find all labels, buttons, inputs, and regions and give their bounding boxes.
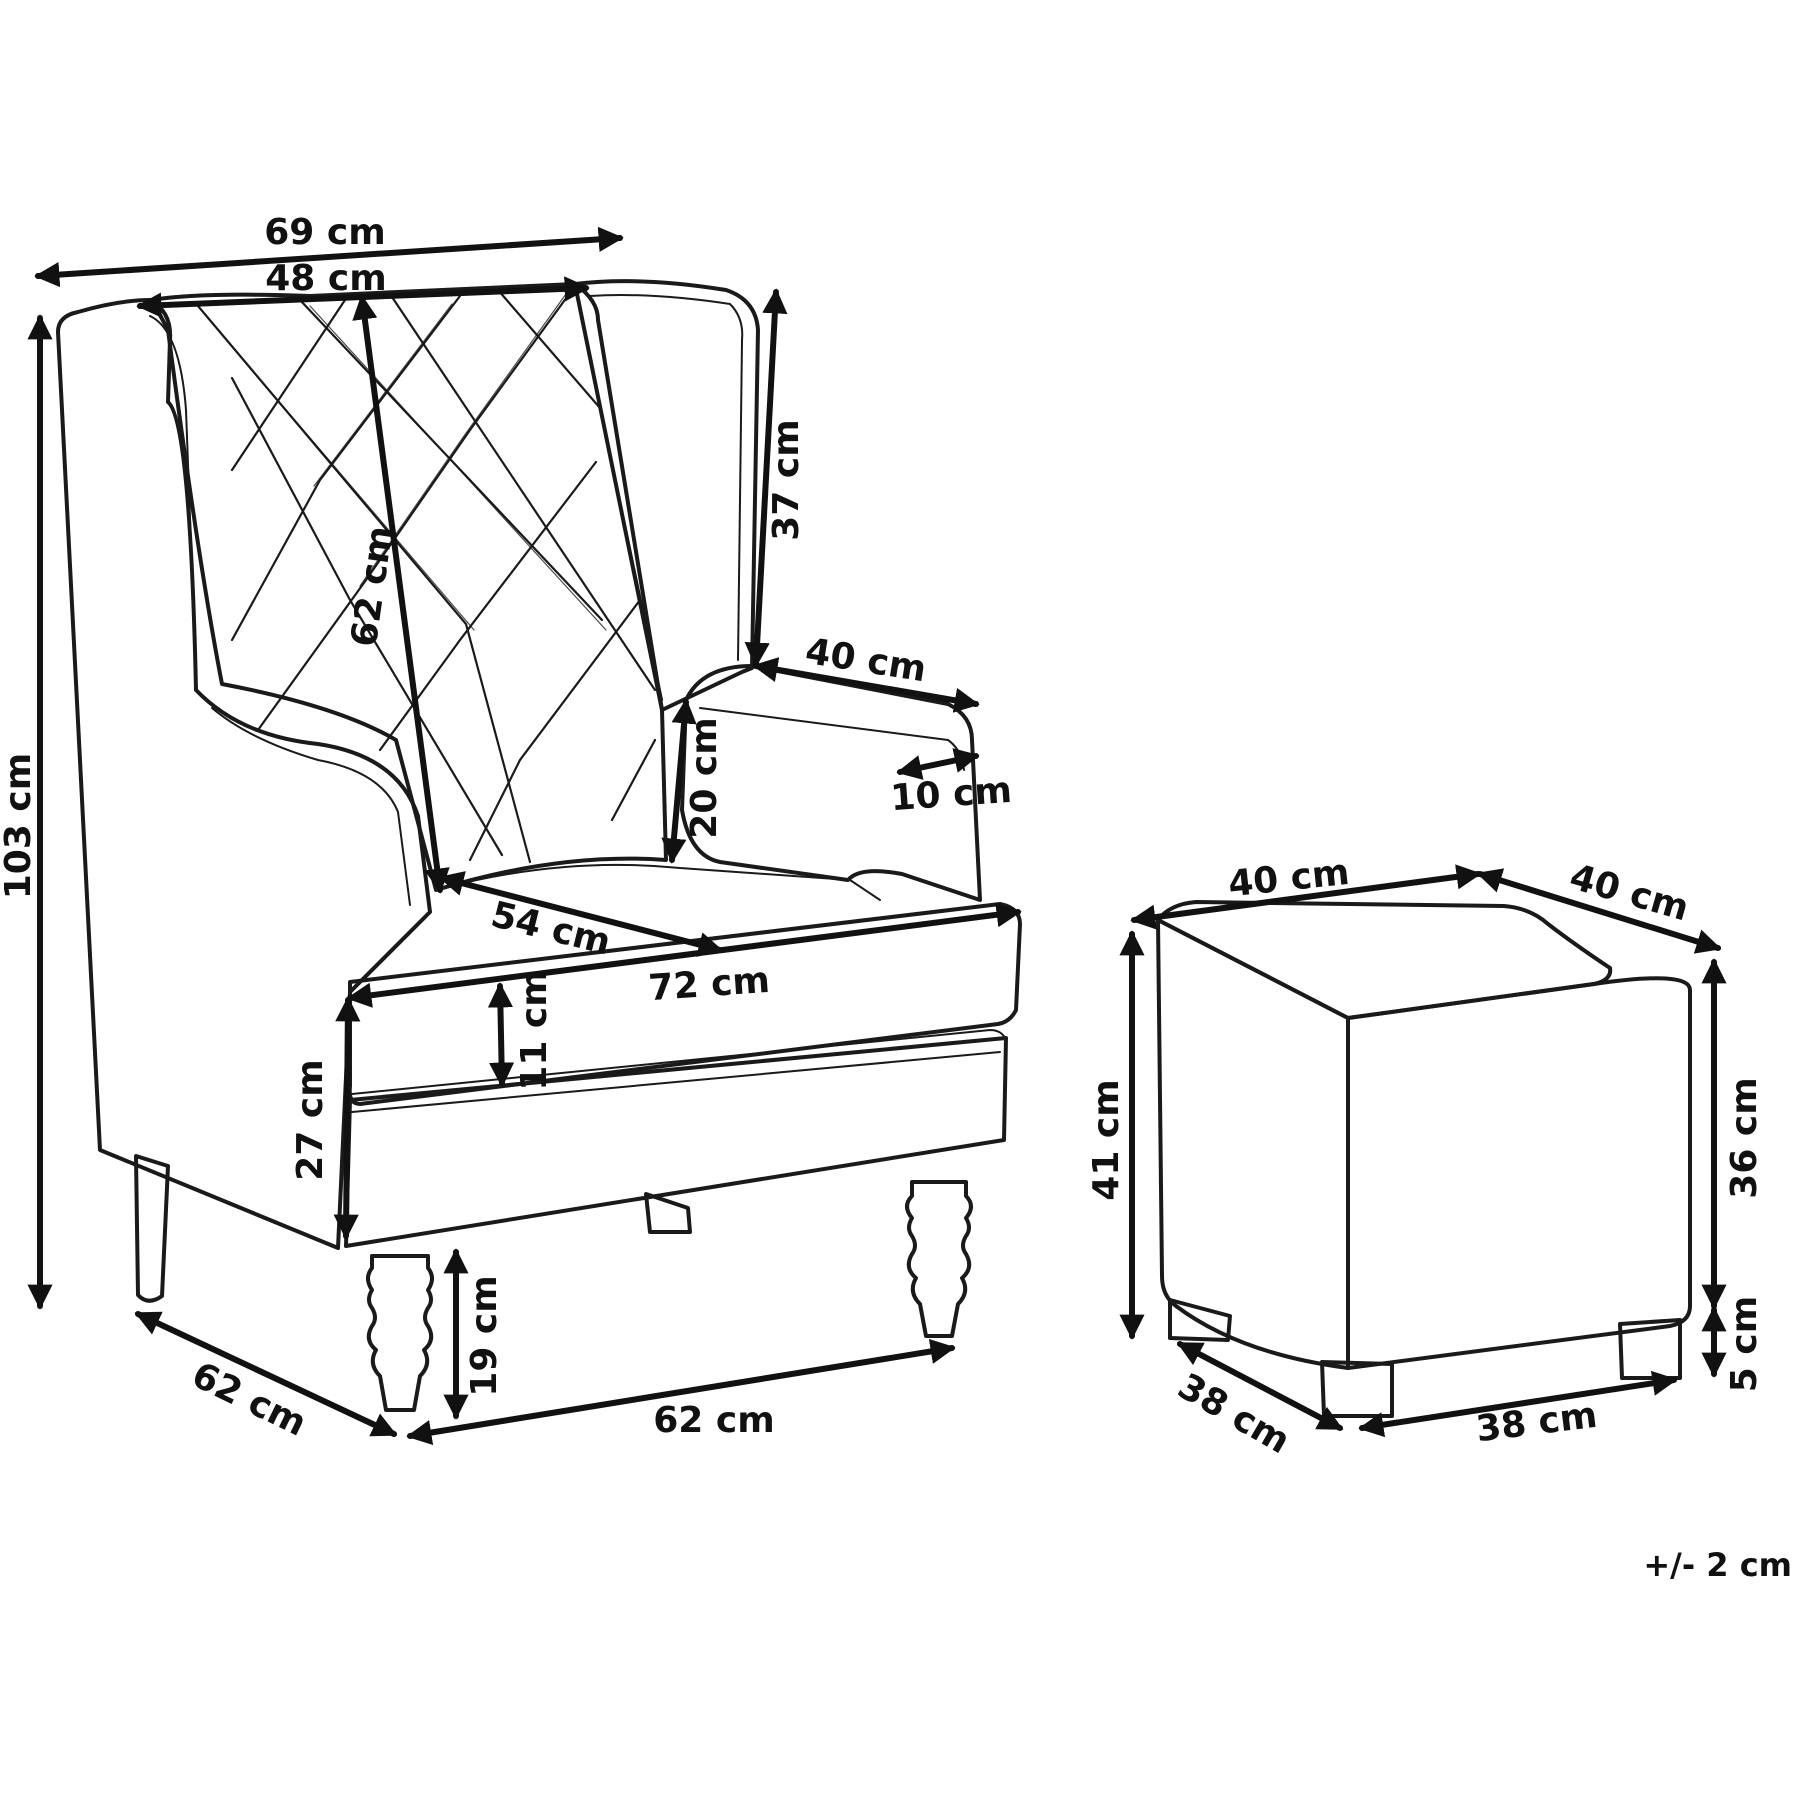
label-total-height: 103 cm	[0, 753, 39, 900]
armchair-rear-leg	[644, 1192, 692, 1234]
dim-line-wing-height	[744, 288, 788, 668]
label-ottoman-base-depth: 38 cm	[1171, 1366, 1297, 1462]
dim-line-ottoman-base-width	[1358, 1370, 1678, 1438]
armchair-right-arm	[680, 664, 982, 902]
armchair-left-side-piping	[149, 315, 197, 681]
armchair-drawing	[56, 279, 1022, 1412]
dim-line-backrest-height	[352, 294, 450, 894]
dimension-lines	[27, 226, 1727, 1446]
armchair-front-left-leg	[366, 1254, 434, 1412]
ottoman-top	[1156, 900, 1613, 1020]
dim-line-ottoman-top-width	[1130, 864, 1482, 930]
label-ottoman-base-width: 38 cm	[1474, 1395, 1600, 1450]
armchair-seat-cushion-piping	[351, 1029, 1007, 1095]
label-ottoman-top-width: 40 cm	[1226, 852, 1351, 905]
dim-line-seat-width	[346, 902, 1022, 1008]
dim-line-ottoman-top-depth	[1476, 868, 1722, 954]
armchair-base-piping	[351, 1051, 1001, 1113]
dim-line-footprint-width	[406, 1338, 956, 1446]
armchair-right-arm-piping	[699, 707, 965, 771]
dim-line-armrest-length	[752, 657, 980, 713]
label-total-width: 69 cm	[264, 212, 385, 253]
tolerance-note: +/- 2 cm	[1643, 1546, 1792, 1584]
label-seat-height: 27 cm	[290, 1059, 331, 1180]
label-ottoman-total-height: 41 cm	[1086, 1079, 1127, 1200]
ottoman-leg-front	[1320, 1360, 1394, 1418]
ottoman-left-face	[1156, 918, 1350, 1370]
ottoman-front-face	[1346, 976, 1692, 1370]
label-wing-height: 37 cm	[766, 419, 807, 540]
armchair-seat-base	[344, 1036, 1008, 1248]
armchair-left-side	[56, 298, 432, 1250]
label-backrest-height: 62 cm	[344, 523, 402, 649]
dim-line-total-width	[34, 226, 624, 288]
armchair-back-leg	[134, 1154, 170, 1303]
dim-line-armrest-width	[896, 748, 980, 780]
label-seat-width: 72 cm	[647, 960, 771, 1009]
label-armrest-width: 10 cm	[889, 770, 1013, 819]
dim-line-footprint-depth	[134, 1311, 398, 1437]
armchair-right-wing-piping	[589, 294, 744, 661]
label-backrest-width: 48 cm	[265, 258, 386, 299]
label-armrest-height: 20 cm	[684, 717, 725, 838]
dim-line-seat-height	[333, 996, 361, 1240]
label-ottoman-leg-height: 5 cm	[1724, 1296, 1765, 1392]
dim-line-armrest-height	[661, 698, 697, 864]
ottoman-leg-right	[1618, 1318, 1682, 1380]
armchair-left-arm-piping	[211, 707, 411, 906]
dim-line-cushion-thickness	[487, 982, 515, 1088]
label-ottoman-body-height: 36 cm	[1724, 1077, 1765, 1198]
label-leg-height: 19 cm	[464, 1275, 505, 1396]
armchair-front-right-leg	[905, 1180, 973, 1338]
label-cushion-thickness: 11 cm	[514, 969, 555, 1090]
ottoman-drawing	[1156, 900, 1692, 1418]
label-footprint-width: 62 cm	[653, 1400, 774, 1441]
dim-line-ottoman-base-depth	[1176, 1341, 1344, 1431]
ottoman-leg-left	[1168, 1298, 1232, 1342]
